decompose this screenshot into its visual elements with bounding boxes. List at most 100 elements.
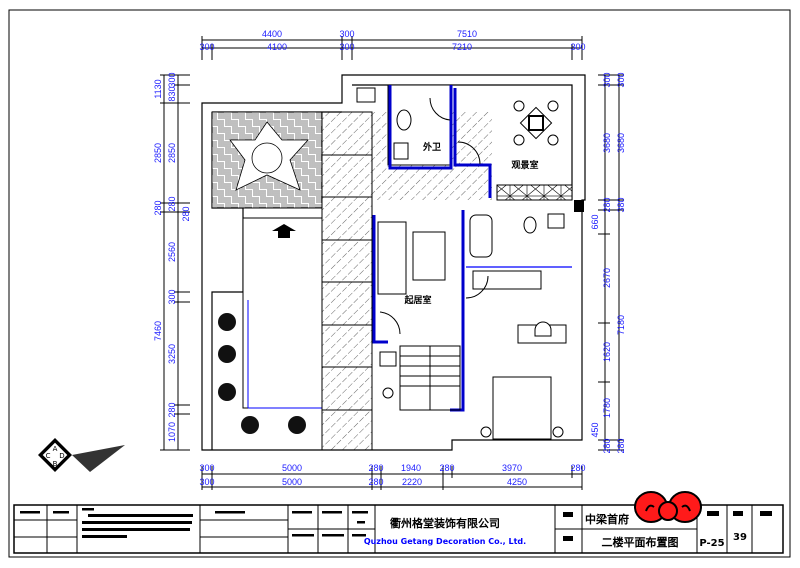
dim-text: 5000 (282, 477, 302, 487)
dim-text: 300 (167, 289, 177, 304)
dim-text: 5000 (282, 463, 302, 473)
dim-text: 7210 (452, 42, 472, 52)
room-label-viewing-room: 观景室 (511, 159, 538, 171)
courtyard-void (242, 217, 323, 409)
dim-text: 300 (199, 477, 214, 487)
dim-text: 300 (602, 72, 612, 87)
sink-icon (393, 142, 409, 160)
sink-icon (379, 351, 397, 367)
compass-letter: A (53, 445, 58, 453)
wardrobe-icon (472, 270, 542, 290)
compass-letter: C (46, 452, 51, 460)
drawing-number: P-25 (699, 538, 724, 549)
dim-text: 280 (368, 463, 383, 473)
corridor-grid (322, 154, 372, 411)
company-name-cn: 衢州格堂装饰有限公司 (390, 516, 500, 530)
entry-arrow-icon (272, 224, 296, 238)
company-name-en: Quzhou Getang Decoration Co., Ltd. (364, 537, 526, 546)
corridor-hatched (321, 111, 373, 451)
illegible-fine-print (20, 508, 772, 541)
compass-letter: D (59, 452, 64, 460)
top-dimensions: 4400 300 7510 300 4100 300 7210 300 (199, 29, 586, 60)
dim-text: 4250 (507, 477, 527, 487)
door-swing (429, 97, 451, 121)
dim-text: 2670 (602, 268, 612, 288)
sofa-icon (377, 221, 407, 295)
dim-text: 300 (339, 42, 354, 52)
dim-text: 2850 (167, 143, 177, 163)
dim-text: 660 (590, 214, 600, 229)
dim-text: 280 (439, 463, 454, 473)
door-swing (465, 275, 489, 299)
chair-icon (534, 321, 552, 337)
dim-text: 280 (181, 206, 191, 221)
coffee-table-icon (412, 231, 446, 281)
planter-edge (247, 300, 322, 409)
dim-text: 1070 (167, 422, 177, 442)
planter-boxes (496, 184, 573, 201)
right-dimensions: 300 3680 280 660 2670 1620 1780 280 450 … (590, 72, 626, 453)
door-swing (457, 141, 481, 165)
bed-icon (492, 376, 552, 440)
drawing-frame (8, 9, 791, 558)
dim-text: 3970 (502, 463, 522, 473)
dim-text: 3680 (616, 133, 626, 153)
dim-text: 1130 (153, 79, 163, 98)
dim-text: 1780 (602, 398, 612, 418)
dim-text: 830 (167, 86, 177, 101)
dining-table-icon (513, 100, 559, 146)
dim-text: 380 (616, 197, 626, 212)
red-bow-icon (634, 491, 702, 523)
left-dimensions: 1130 2850 280 7460 300 830 2850 280 280 … (153, 72, 191, 451)
plant-icons (218, 313, 306, 434)
staircase (399, 345, 461, 411)
dim-text: 2560 (167, 242, 177, 262)
dim-text: 280 (167, 402, 177, 417)
room-label-bathroom: 外卫 (422, 141, 441, 153)
drawing-name: 二楼平面布置图 (602, 535, 679, 549)
sink-icon (547, 213, 565, 229)
room-label-living-room: 起居室 (403, 294, 431, 306)
dim-text: 300 (616, 72, 626, 87)
dim-text: 280 (602, 197, 612, 212)
dim-text: 280 (167, 196, 177, 211)
dim-text: 300 (339, 29, 354, 39)
dim-text: 280 (368, 477, 383, 487)
nightstand-icon (480, 426, 492, 438)
column (574, 200, 584, 212)
dim-text: 450 (590, 422, 600, 437)
dim-text: 1620 (602, 342, 612, 362)
nightstand-icon (552, 426, 564, 438)
patio-umbrella-icon (229, 121, 309, 191)
dim-text: 280 (153, 200, 163, 215)
dim-text: 7180 (616, 315, 626, 335)
dim-text: 280 (602, 438, 612, 453)
dim-text: 280 (616, 438, 626, 453)
dim-text: 7460 (153, 321, 163, 341)
dim-text: 300 (199, 463, 214, 473)
dim-text: 2220 (402, 477, 422, 487)
dim-text: 300 (199, 42, 214, 52)
compass-icon: A B C D (38, 438, 125, 472)
project-name: 中梁首府 (585, 512, 629, 526)
page-number: 39 (733, 532, 747, 543)
toilet-icon (523, 216, 537, 234)
dim-text: 1940 (401, 463, 421, 473)
sink-icon (356, 87, 376, 103)
compass-letter: B (53, 460, 58, 468)
dim-text: 4400 (262, 29, 282, 39)
dim-text: 3250 (167, 344, 177, 364)
dim-text: 280 (570, 463, 585, 473)
dim-text: 2850 (153, 143, 163, 163)
bathtub-icon (469, 214, 493, 258)
dim-text: 4100 (267, 42, 287, 52)
door-swing (379, 311, 401, 335)
dim-text: 7510 (457, 29, 477, 39)
dim-text: 3680 (602, 133, 612, 153)
toilet-icon (396, 109, 412, 131)
dim-text: 300 (167, 72, 177, 87)
dim-text: 300 (570, 42, 585, 52)
bottom-dimensions: 300 5000 280 1940 280 3970 280 300 5000 … (199, 463, 586, 490)
washer-icon (382, 387, 394, 399)
